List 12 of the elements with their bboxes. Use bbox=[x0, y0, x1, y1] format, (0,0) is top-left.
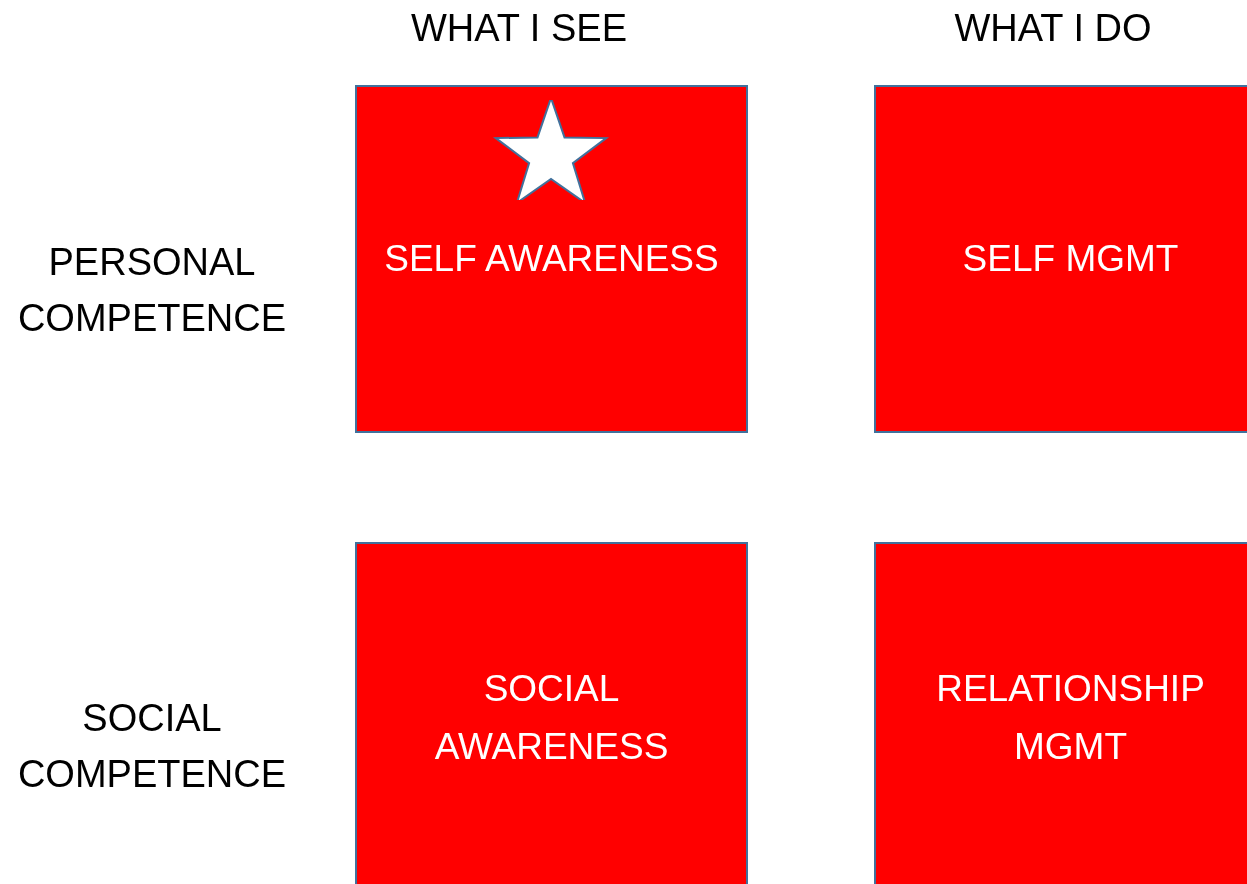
quadrant-box bbox=[874, 85, 1247, 433]
quadrant-box bbox=[355, 542, 748, 884]
quadrant-title: SOCIAL AWARENESS bbox=[433, 667, 670, 769]
quadrant-title: SELF MGMT bbox=[962, 237, 1179, 281]
quadrant-title: SELF AWARENESS bbox=[384, 237, 719, 281]
column-header: WHAT I DO bbox=[953, 6, 1153, 51]
quadrant-title: RELATIONSHIP MGMT bbox=[935, 667, 1206, 769]
row-header: PERSONAL COMPETENCE bbox=[16, 240, 288, 341]
row-header: SOCIAL COMPETENCE bbox=[16, 696, 288, 797]
column-header: WHAT I SEE bbox=[409, 6, 629, 51]
quadrant-box bbox=[874, 542, 1247, 884]
quadrant-box bbox=[355, 85, 748, 433]
